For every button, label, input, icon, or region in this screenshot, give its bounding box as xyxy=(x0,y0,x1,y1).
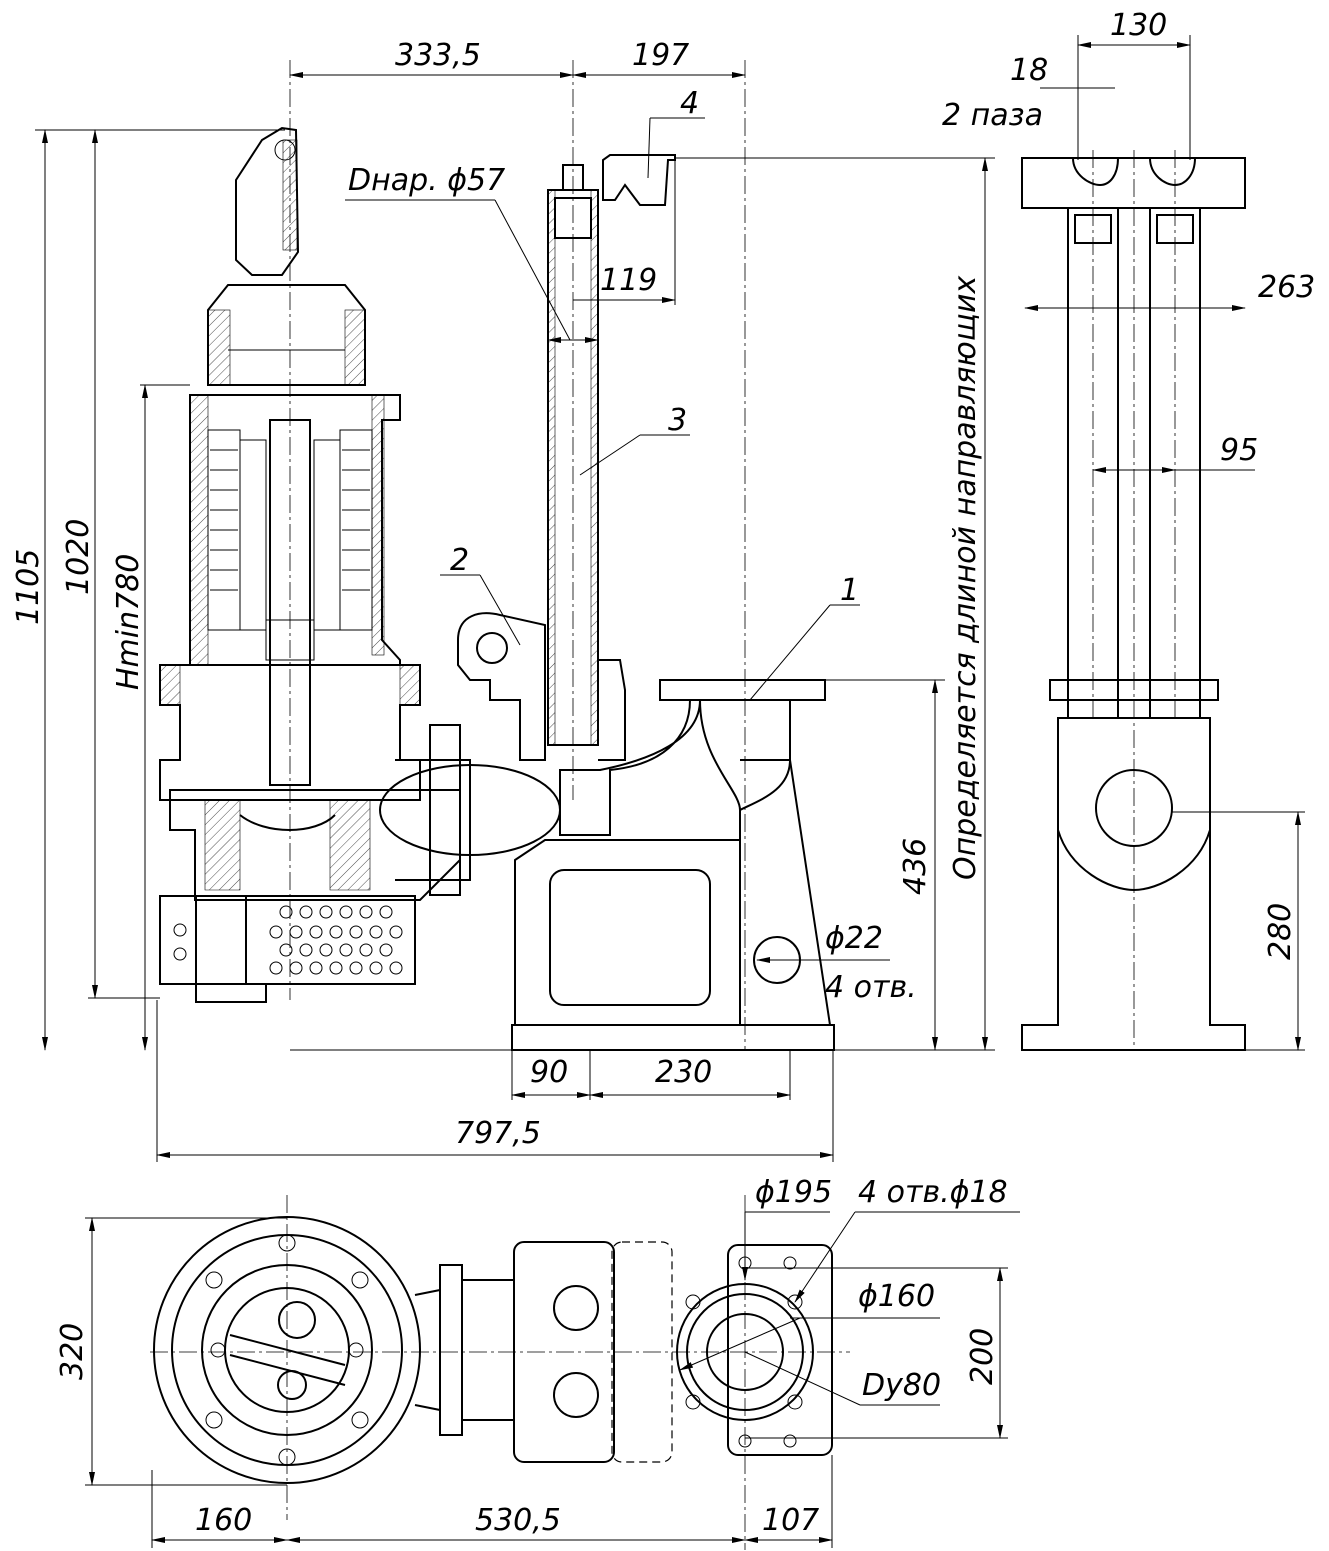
position-2: 2 xyxy=(450,543,469,578)
dimension-lines xyxy=(35,35,1305,1548)
dim-230: 230 xyxy=(655,1055,712,1090)
dim-119: 119 xyxy=(600,263,657,298)
dim-4-holes-phi18: 4 отв.ϕ18 xyxy=(858,1175,1008,1210)
dim-320: 320 xyxy=(55,1323,90,1380)
dim-hmin: Hmin780 xyxy=(111,554,146,690)
dim-phi22: ϕ22 xyxy=(825,921,883,956)
dim-160: 160 xyxy=(195,1503,252,1538)
dim-107: 107 xyxy=(762,1503,819,1538)
dim-436: 436 xyxy=(898,838,933,895)
dim-outer-diameter: Dнар. ϕ57 xyxy=(348,163,505,198)
dim-263: 263 xyxy=(1258,270,1315,305)
side-view xyxy=(1021,150,1246,1051)
pump-body xyxy=(159,60,561,1003)
dim-18: 18 xyxy=(1010,53,1048,88)
dim-130: 130 xyxy=(1110,8,1167,43)
position-1: 1 xyxy=(840,573,859,608)
position-3: 3 xyxy=(668,403,687,438)
dim-4-holes: 4 отв. xyxy=(825,970,917,1005)
plan-view xyxy=(150,1195,850,1550)
dim-197: 197 xyxy=(632,38,689,73)
dim-333-5: 333,5 xyxy=(395,38,481,73)
dim-90: 90 xyxy=(530,1055,568,1090)
dim-280: 280 xyxy=(1263,903,1298,960)
dim-phi160: ϕ160 xyxy=(858,1279,935,1314)
dim-slots: 2 паза xyxy=(942,98,1043,133)
guide-rail-assembly xyxy=(290,60,995,1051)
dim-530-5: 530,5 xyxy=(475,1503,561,1538)
position-4: 4 xyxy=(680,86,699,121)
dim-797-5: 797,5 xyxy=(455,1116,541,1151)
dim-dy80: Dy80 xyxy=(862,1368,941,1403)
dim-200: 200 xyxy=(965,1328,1000,1385)
dim-95: 95 xyxy=(1220,433,1258,468)
dim-phi195: ϕ195 xyxy=(755,1175,832,1210)
guide-length-note: Определяется длиной направляющих xyxy=(948,275,983,880)
dim-1105: 1105 xyxy=(11,549,46,625)
dimension-labels: 333,5 197 130 18 2 паза Dнар. ϕ57 119 26… xyxy=(11,8,1315,1538)
dim-1020: 1020 xyxy=(61,519,96,595)
